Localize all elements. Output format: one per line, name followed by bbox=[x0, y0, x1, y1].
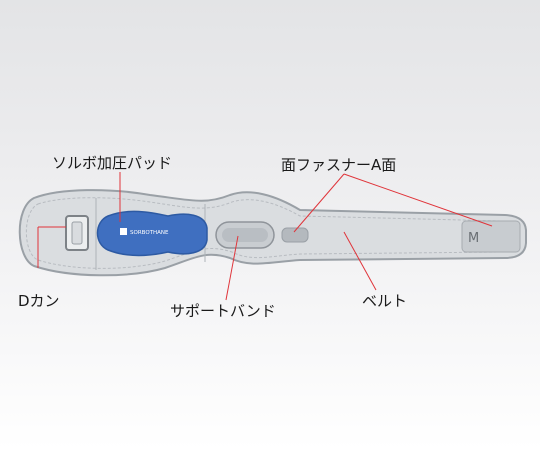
sorbo-pressure-pad bbox=[96, 210, 208, 257]
leader-lines bbox=[37, 172, 493, 301]
leader-line-fastener-tip bbox=[343, 173, 493, 227]
fastener-a-near-band bbox=[281, 227, 309, 243]
support-band-inner bbox=[222, 228, 268, 242]
size-mark: M bbox=[468, 231, 479, 246]
d-ring-inner bbox=[71, 221, 83, 245]
label-d-ring: Dカン bbox=[18, 292, 60, 310]
label-belt: ベルト bbox=[362, 292, 408, 310]
label-sorbo-pad: ソルボ加圧パッド bbox=[52, 154, 173, 172]
label-fastener-a: 面ファスナーA面 bbox=[281, 156, 397, 174]
pad-logo-text: SORBOTHANE bbox=[130, 230, 169, 236]
leader-line-support-band bbox=[225, 235, 239, 301]
leader-line-belt bbox=[343, 231, 377, 291]
pad-logo-icon bbox=[120, 228, 127, 235]
label-support-band: サポートバンド bbox=[170, 302, 276, 320]
fastener-a-surface bbox=[461, 220, 521, 253]
leader-line-fastener-band bbox=[293, 173, 345, 233]
